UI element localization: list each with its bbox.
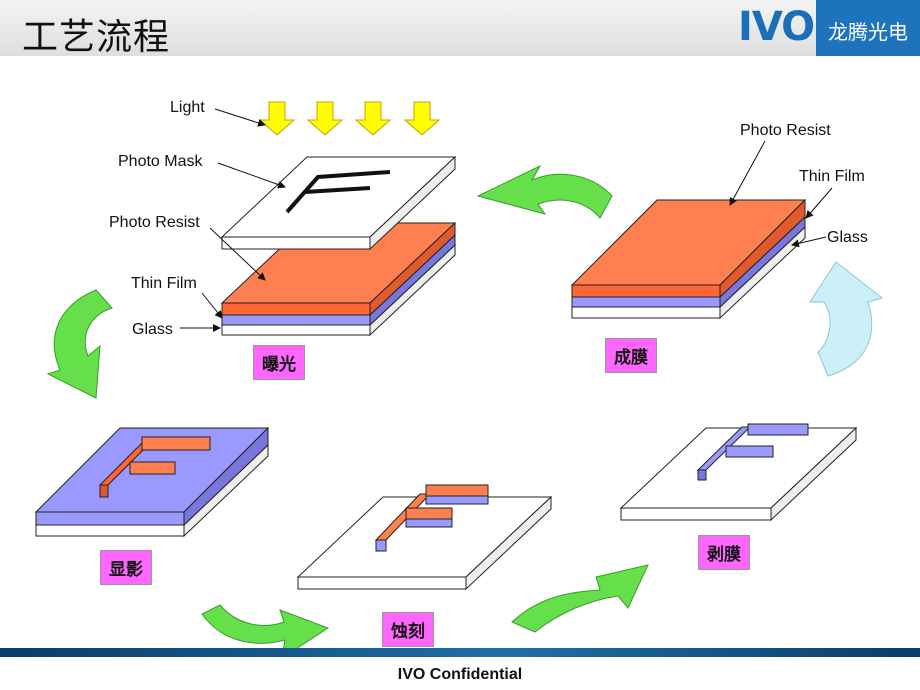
step-strip: 剥膜 (698, 535, 750, 570)
process-diagram (34, 101, 884, 656)
step-film-forming: 成膜 (605, 338, 657, 373)
etch-stack (296, 484, 553, 591)
flow-arrow-etch-to-strip (511, 564, 649, 633)
label-glass-left: Glass (132, 321, 173, 338)
label-thin-film-right: Thin Film (799, 168, 865, 185)
label-photo-mask: Photo Mask (118, 153, 203, 170)
company-logo: IVO (738, 4, 815, 50)
label-light: Light (170, 99, 205, 116)
step-etch: 蚀刻 (382, 612, 434, 647)
exposure-stack (220, 221, 457, 337)
label-glass-right: Glass (827, 229, 868, 246)
label-thin-film-left: Thin Film (131, 275, 197, 292)
step-exposure: 曝光 (253, 345, 305, 380)
return-arrow-strip-to-film (809, 261, 884, 377)
flow-arrow-film-to-exposure (476, 164, 613, 219)
footer-confidential: IVO Confidential (397, 666, 523, 683)
label-photo-resist-right: Photo Resist (740, 122, 831, 139)
develop-stack (34, 426, 270, 538)
film-forming-stack (570, 198, 807, 320)
logo-panel (816, 0, 920, 56)
footer-bar (0, 648, 920, 657)
light-arrows (258, 101, 441, 136)
header-bar: 工艺流程 IVO 龙腾光电 (0, 0, 920, 58)
leader-lines-left (180, 108, 286, 332)
flow-arrow-exposure-to-develop (46, 289, 113, 399)
label-photo-resist-left: Photo Resist (109, 214, 200, 231)
page-title: 工艺流程 (22, 17, 171, 58)
flow-arrow-develop-to-etch (201, 604, 330, 656)
strip-stack (619, 423, 858, 522)
step-develop: 显影 (100, 550, 152, 585)
leader-lines-right (729, 140, 833, 248)
company-name-cn: 龙腾光电 (828, 20, 908, 44)
